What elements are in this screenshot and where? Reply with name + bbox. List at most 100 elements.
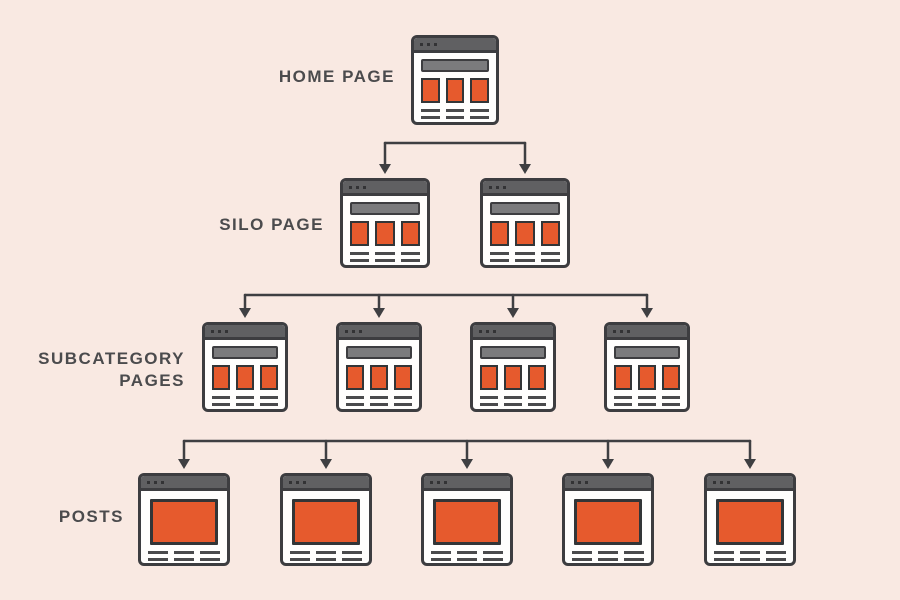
text-line-placeholder — [740, 557, 760, 561]
titlebar-dot-icon — [359, 329, 362, 333]
thumbnail-row — [350, 221, 420, 246]
browser-window-icon — [704, 473, 796, 566]
arrow-down-icon — [507, 308, 519, 318]
titlebar-dot-icon — [493, 329, 496, 333]
image-placeholder — [528, 365, 546, 390]
text-column — [375, 252, 395, 265]
window-titlebar — [607, 325, 687, 340]
level-label-posts: POSTS — [58, 507, 124, 526]
text-column — [174, 551, 194, 563]
text-line-placeholder — [490, 258, 510, 262]
text-column — [342, 551, 362, 563]
text-line-placeholder — [342, 551, 362, 554]
titlebar-dot-icon — [727, 480, 730, 484]
text-line-placeholder — [614, 402, 632, 406]
titlebar-dot-icon — [296, 480, 299, 484]
window-content — [283, 491, 369, 563]
text-column — [212, 396, 230, 409]
image-placeholder — [350, 221, 370, 246]
window-content — [205, 340, 285, 412]
titlebar-dot-icon — [578, 480, 581, 484]
text-column — [470, 109, 490, 122]
text-line-placeholder — [421, 109, 440, 112]
text-column — [236, 396, 254, 412]
text-line-placeholder — [470, 109, 490, 112]
text-line-columns — [714, 551, 786, 563]
text-line-placeholder — [515, 258, 535, 262]
window-titlebar — [339, 325, 419, 340]
text-line-columns — [431, 551, 503, 566]
text-line-placeholder — [490, 265, 509, 268]
text-line-placeholder — [457, 564, 477, 566]
text-line-placeholder — [342, 557, 362, 561]
image-placeholder — [421, 78, 440, 103]
text-line-placeholder — [350, 252, 370, 255]
text-line-columns — [290, 551, 362, 563]
window-content — [473, 340, 553, 412]
browser-window-icon — [138, 473, 230, 566]
image-placeholder — [212, 365, 230, 390]
text-line-placeholder — [483, 551, 503, 554]
titlebar-dot-icon — [225, 329, 228, 333]
image-placeholder — [470, 78, 490, 103]
nav-bar-placeholder — [350, 202, 420, 215]
text-line-placeholder — [394, 402, 412, 406]
text-column — [421, 109, 440, 122]
text-line-placeholder — [614, 409, 632, 412]
browser-window-icon — [421, 473, 513, 566]
titlebar-dot-icon — [503, 185, 506, 189]
text-line-placeholder — [515, 252, 535, 255]
text-line-placeholder — [572, 551, 592, 554]
titlebar-dot-icon — [303, 480, 306, 484]
titlebar-dot-icon — [352, 329, 355, 333]
text-column — [346, 396, 364, 412]
text-line-placeholder — [431, 564, 451, 566]
text-line-placeholder — [445, 109, 465, 112]
titlebar-dot-icon — [479, 329, 482, 333]
text-line-placeholder — [624, 564, 644, 566]
image-placeholder — [515, 221, 535, 246]
text-line-placeholder — [346, 409, 364, 412]
image-placeholder — [480, 365, 498, 390]
window-content — [424, 491, 510, 566]
titlebar-dot-icon — [620, 329, 623, 333]
text-line-placeholder — [200, 551, 220, 554]
titlebar-dot-icon — [211, 329, 214, 333]
text-column — [638, 396, 656, 409]
text-line-placeholder — [394, 409, 412, 412]
text-line-placeholder — [504, 409, 522, 412]
text-line-placeholder — [350, 265, 369, 268]
window-titlebar — [424, 476, 510, 491]
arrow-down-icon — [641, 308, 653, 318]
text-line-placeholder — [236, 409, 254, 412]
text-column — [624, 551, 644, 566]
text-column — [714, 551, 734, 563]
arrow-down-icon — [178, 459, 190, 469]
image-placeholder — [236, 365, 254, 390]
titlebar-dot-icon — [420, 42, 423, 46]
text-line-columns — [346, 396, 412, 412]
text-line-placeholder — [638, 396, 656, 399]
arrow-down-icon — [373, 308, 385, 318]
nav-bar-placeholder — [490, 202, 560, 215]
text-column — [614, 396, 632, 412]
browser-window-icon — [562, 473, 654, 566]
text-line-columns — [421, 109, 490, 122]
titlebar-dot-icon — [437, 480, 440, 484]
image-placeholder — [400, 221, 420, 246]
text-line-columns — [490, 252, 560, 268]
text-line-placeholder — [540, 258, 560, 262]
arrow-down-icon — [519, 164, 531, 174]
text-line-placeholder — [370, 409, 388, 412]
browser-window-icon — [411, 35, 499, 125]
text-line-placeholder — [504, 396, 522, 399]
text-line-placeholder — [714, 557, 734, 561]
thumbnail-row — [490, 221, 560, 246]
titlebar-dot-icon — [444, 480, 447, 484]
text-line-placeholder — [431, 557, 451, 561]
thumbnail-row — [212, 365, 278, 390]
arrow-down-icon — [320, 459, 332, 469]
text-line-placeholder — [662, 396, 680, 399]
